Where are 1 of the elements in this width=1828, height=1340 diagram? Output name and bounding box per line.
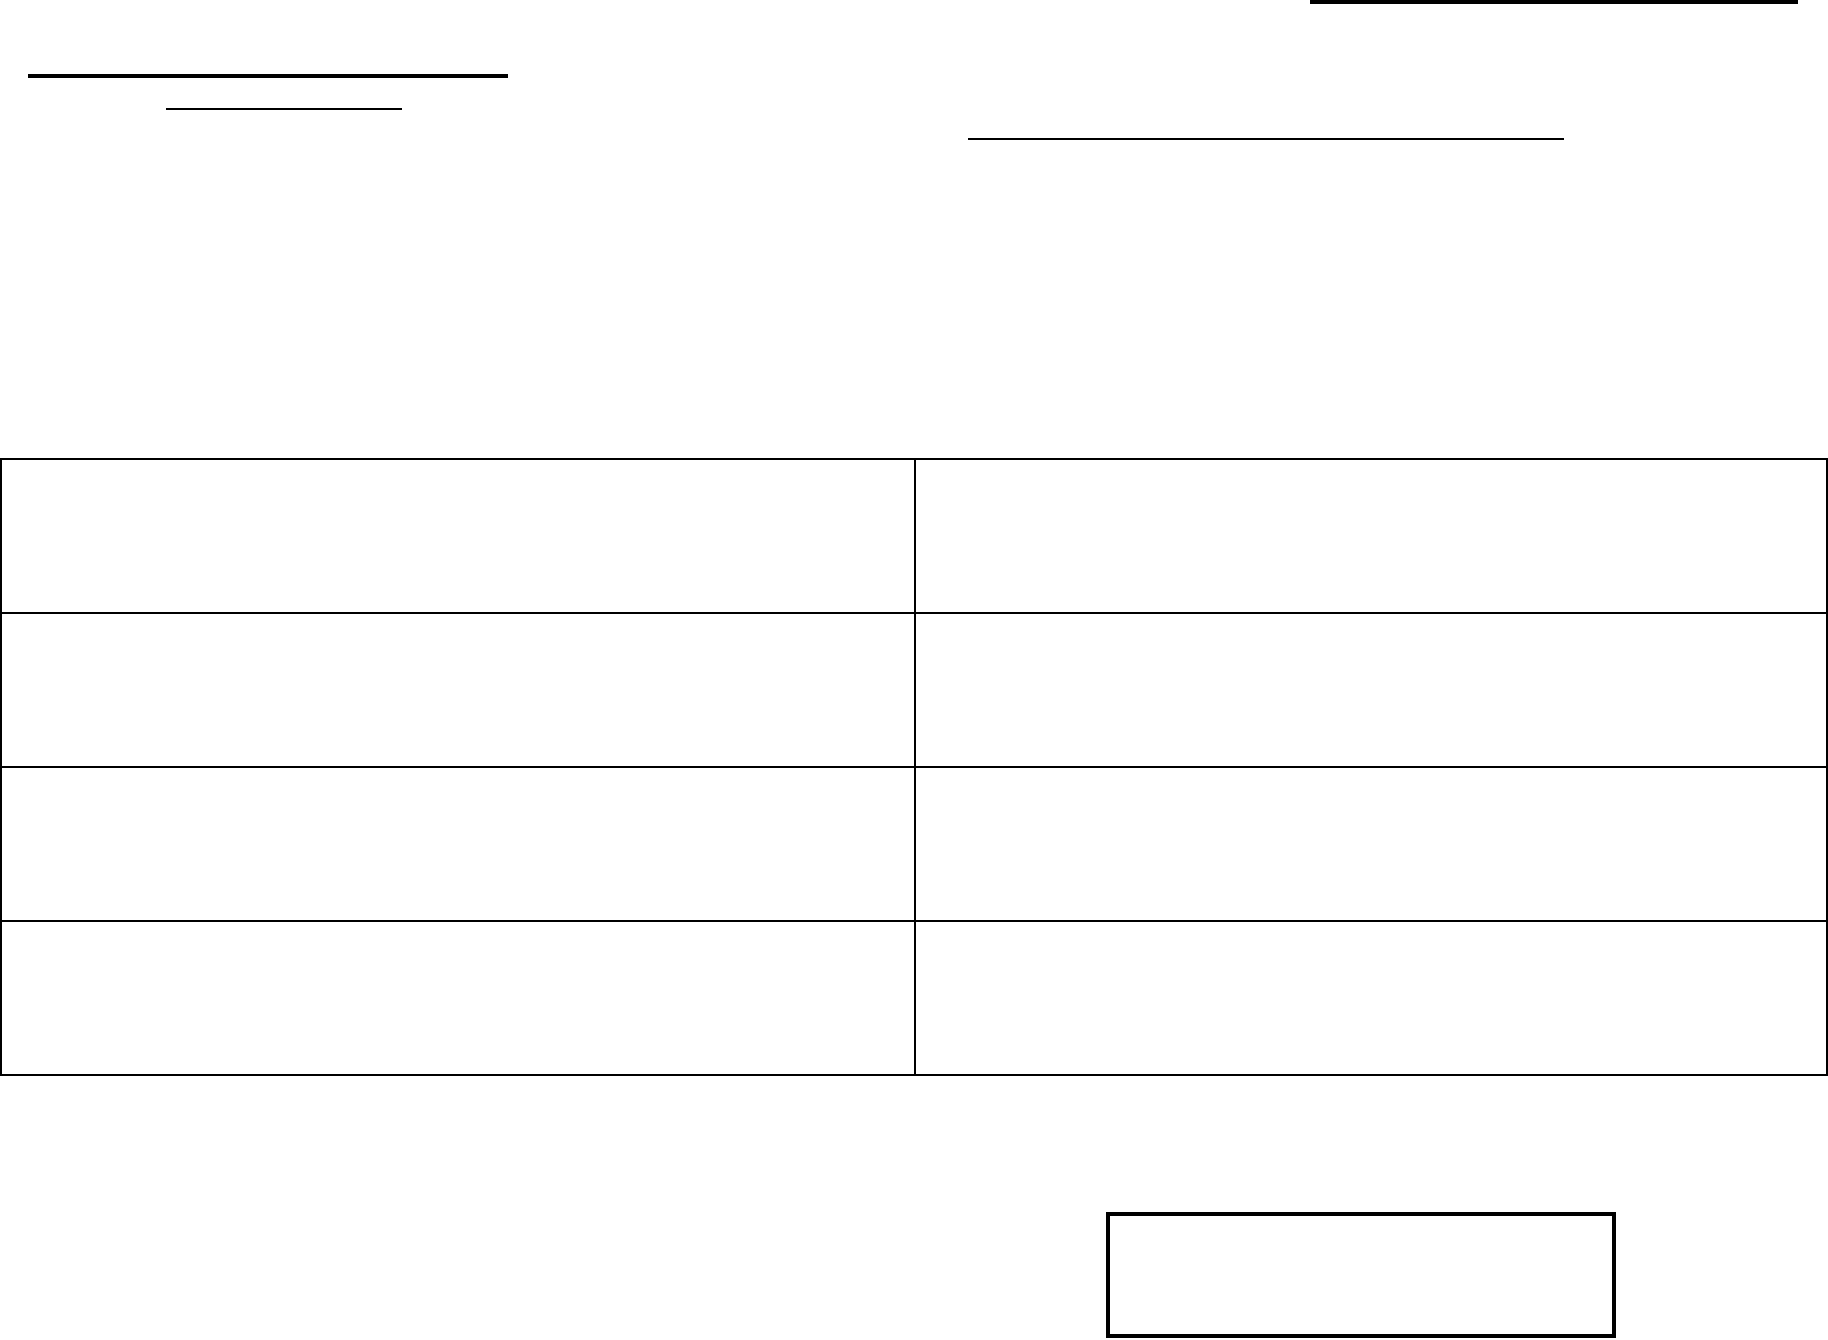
empty-box bbox=[1106, 1212, 1616, 1338]
